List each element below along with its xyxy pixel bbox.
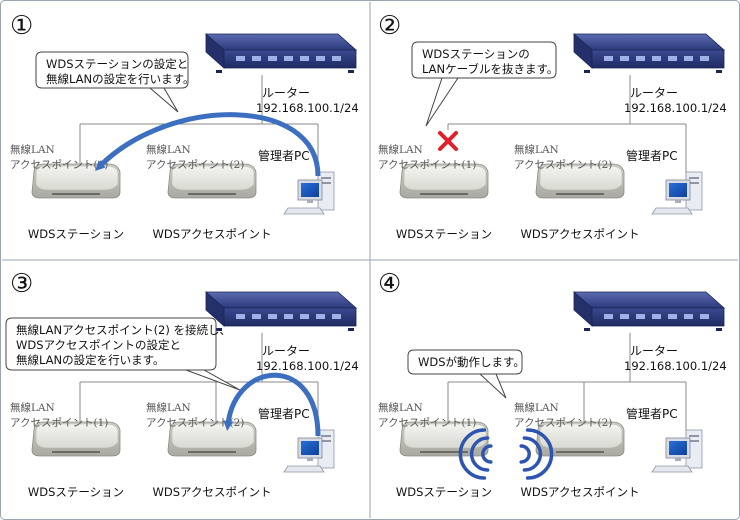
callout-bubble: 無線LANアクセスポイント(2) を接続し、WDSアクセスポイントの設定と無線L… (5, 317, 241, 391)
router-ip-label: 192.168.100.1/24 (256, 101, 359, 115)
ap1-label-line1: 無線LAN (10, 143, 55, 156)
ap2-label-line2: アクセスポイント(2) (514, 159, 612, 171)
router-label: ルーター (630, 86, 678, 100)
ap2-caption: WDSアクセスポイント (153, 485, 272, 499)
ap1-label-line2: アクセスポイント(1) (378, 417, 476, 429)
panel-number: ④ (378, 269, 401, 299)
ap1-label-line1: 無線LAN (378, 143, 423, 156)
callout-bubble: WDSが動作します。 (407, 349, 525, 399)
callout-shape (411, 41, 557, 127)
pc-label: 管理者PC (258, 148, 310, 163)
panel-number: ① (10, 11, 33, 41)
access-point-2-icon (167, 163, 257, 199)
ap2-label-line1: 無線LAN (514, 401, 559, 414)
pc-icon (283, 171, 335, 215)
pc-icon (651, 429, 703, 473)
ap1-caption: WDSステーション (396, 485, 492, 499)
config-arrow (95, 112, 321, 177)
ap2-caption: WDSアクセスポイント (521, 485, 640, 499)
ap2-label-line1: 無線LAN (514, 143, 559, 156)
access-point-2-icon (167, 421, 257, 457)
callout-text: 無線LANの設定を行います。 (46, 72, 195, 86)
router-label: ルーター (262, 344, 310, 358)
ap1-caption: WDSステーション (396, 227, 492, 241)
router-icon (572, 291, 726, 331)
router-icon (572, 33, 726, 73)
pc-icon (283, 429, 335, 473)
disconnect-cross-icon (438, 131, 458, 151)
ap1-label-line2: アクセスポイント(1) (10, 417, 108, 429)
callout-shape (407, 349, 523, 399)
callout-shape (5, 317, 241, 391)
wireless-waves-icon (458, 428, 554, 480)
ap1-caption: WDSステーション (28, 227, 124, 241)
access-point-1-icon (31, 163, 121, 199)
pc-label: 管理者PC (626, 406, 678, 421)
callout-text: 無線LANの設定を行います。 (16, 353, 165, 367)
router-ip-label: 192.168.100.1/24 (256, 359, 359, 373)
router-label: ルーター (262, 86, 310, 100)
callout-text: 無線LANアクセスポイント(2) を接続し、 (16, 323, 231, 337)
ap2-label-line2: アクセスポイント(2) (514, 417, 612, 429)
callout-text: WDSステーションの設定と (46, 57, 188, 71)
ap2-label-line1: 無線LAN (146, 143, 191, 156)
config-arrow (223, 372, 321, 437)
callout-text: LANケーブルを抜きます。 (422, 62, 558, 76)
callout-shape (35, 51, 189, 113)
pc-label: 管理者PC (626, 148, 678, 163)
router-ip-label: 192.168.100.1/24 (624, 101, 727, 115)
pc-icon (651, 171, 703, 215)
router-icon (204, 291, 358, 331)
router-label: ルーター (630, 344, 678, 358)
ap1-caption: WDSステーション (28, 485, 124, 499)
ap1-label-line1: 無線LAN (10, 401, 55, 414)
ap1-label-line2: アクセスポイント(1) (378, 159, 476, 171)
pc-label: 管理者PC (258, 406, 310, 421)
ap1-label-line2: アクセスポイント(1) (10, 159, 108, 171)
access-point-1-icon (31, 421, 121, 457)
ap2-caption: WDSアクセスポイント (521, 227, 640, 241)
panel-number: ③ (10, 269, 33, 299)
ap1-label-line1: 無線LAN (378, 401, 423, 414)
ap2-label-line1: 無線LAN (146, 401, 191, 414)
callout-text: WDSアクセスポイントの設定と (16, 338, 181, 352)
access-point-1-icon (399, 163, 489, 199)
callout-text: WDSが動作します。 (418, 355, 525, 369)
ap2-label-line2: アクセスポイント(2) (146, 417, 244, 429)
access-point-2-icon (535, 163, 625, 199)
router-ip-label: 192.168.100.1/24 (624, 359, 727, 373)
router-icon (204, 33, 358, 73)
callout-text: WDSステーションの (422, 47, 530, 61)
ap2-caption: WDSアクセスポイント (153, 227, 272, 241)
ap2-label-line2: アクセスポイント(2) (146, 159, 244, 171)
panel-number: ② (378, 11, 401, 41)
